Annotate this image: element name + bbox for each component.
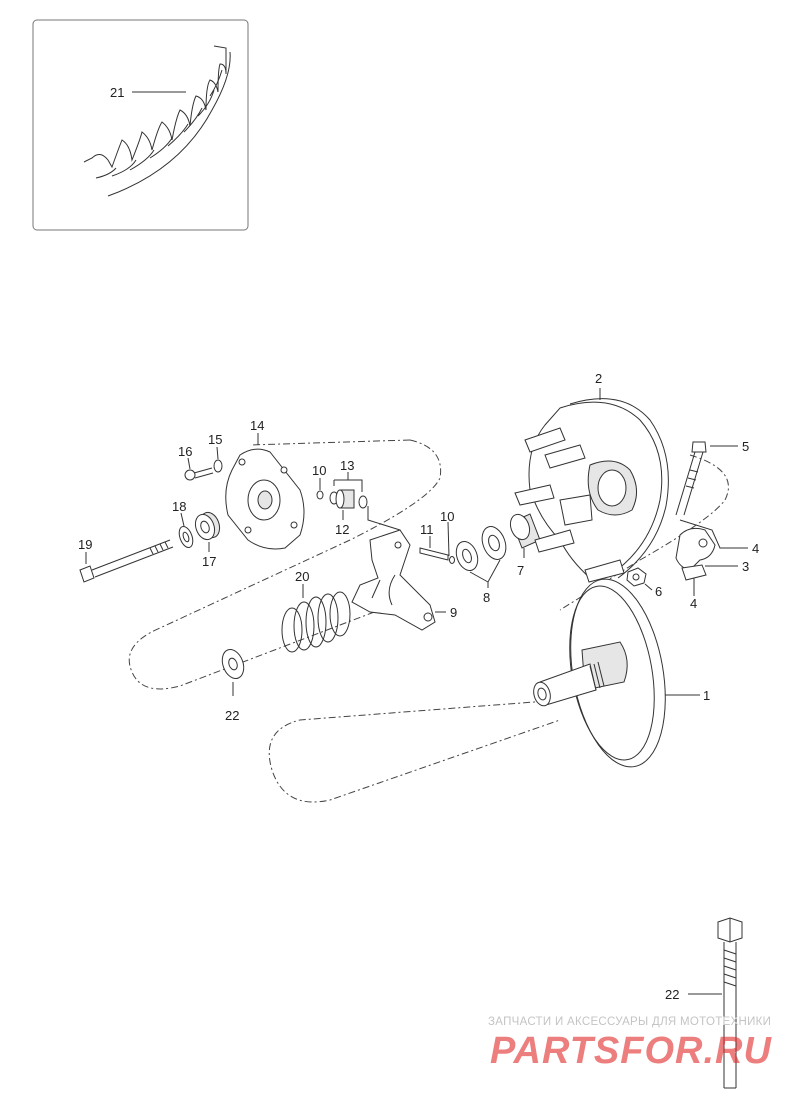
watermark-caption: ЗАПЧАСТИ И АКСЕССУАРЫ ДЛЯ МОТОТЕХНИКИ <box>488 1016 772 1028</box>
part-14-cover-plate: 14 <box>225 418 305 550</box>
part-8-washers: 8 <box>455 526 507 605</box>
part-7-sleeve: 7 <box>509 513 541 578</box>
callout-12: 12 <box>335 522 349 537</box>
part-10-pin-lower: 10 <box>440 509 455 564</box>
part-19-bolt: 19 <box>78 537 174 583</box>
part-6-nut: 6 <box>626 567 662 599</box>
part-20-spring: 20 <box>281 569 351 653</box>
part-4-clips: 4 4 <box>679 519 759 611</box>
callout-10-upper: 10 <box>312 463 326 478</box>
callout-9: 9 <box>450 605 457 620</box>
watermark: ЗАПЧАСТИ И АКСЕССУАРЫ ДЛЯ МОТОТЕХНИКИ PA… <box>488 1016 788 1076</box>
part-2-moveable-sheave: 2 <box>514 371 669 583</box>
part-11-pin: 11 <box>419 522 449 561</box>
callout-1: 1 <box>703 688 710 703</box>
part-17-bushing: 17 <box>194 511 221 569</box>
callout-6: 6 <box>655 584 662 599</box>
leader-15 <box>216 446 219 460</box>
leader-18 <box>180 512 185 527</box>
part-1-fixed-sheave: 1 <box>533 578 710 768</box>
callout-11: 11 <box>420 522 434 537</box>
callout-22-upper: 22 <box>225 708 239 723</box>
callout-3: 3 <box>742 559 749 574</box>
callout-7: 7 <box>517 563 524 578</box>
part-10-pin-upper: 10 <box>312 463 326 500</box>
callout-20: 20 <box>295 569 309 584</box>
callout-15: 15 <box>208 432 222 447</box>
callout-2: 2 <box>595 371 602 386</box>
callout-5: 5 <box>742 439 749 454</box>
callout-4-lower: 4 <box>690 596 697 611</box>
belt-inset: 21 <box>32 19 249 231</box>
part-16-small-bolt: 16 <box>178 444 214 481</box>
callout-8: 8 <box>483 590 490 605</box>
assembly-outlines <box>128 439 729 803</box>
leader-16 <box>187 457 191 470</box>
part-18-washer: 18 <box>172 499 194 549</box>
callout-18: 18 <box>172 499 186 514</box>
callout-17: 17 <box>202 554 216 569</box>
callout-4-upper: 4 <box>752 541 759 556</box>
part-3-clip: 3 <box>675 527 749 581</box>
part-9-spider-arm: 9 <box>351 529 457 631</box>
callout-21: 21 <box>110 85 124 100</box>
part-22-long-bolt: 22 <box>665 917 743 1089</box>
part-15-washer: 15 <box>208 432 223 473</box>
part-5-screw: 5 <box>675 439 749 516</box>
leader-6 <box>644 583 653 591</box>
part-13-rollers: 13 <box>329 458 368 509</box>
leader-10-lower <box>447 521 450 557</box>
callout-10-lower: 10 <box>440 509 454 524</box>
watermark-brand-logo: PARTSFOR.RU <box>490 1030 772 1072</box>
part-22-washer: 22 <box>221 648 245 723</box>
callout-13: 13 <box>340 458 354 473</box>
callout-19: 19 <box>78 537 92 552</box>
callout-22-lower: 22 <box>665 987 679 1002</box>
callout-14: 14 <box>250 418 264 433</box>
callout-16: 16 <box>178 444 192 459</box>
